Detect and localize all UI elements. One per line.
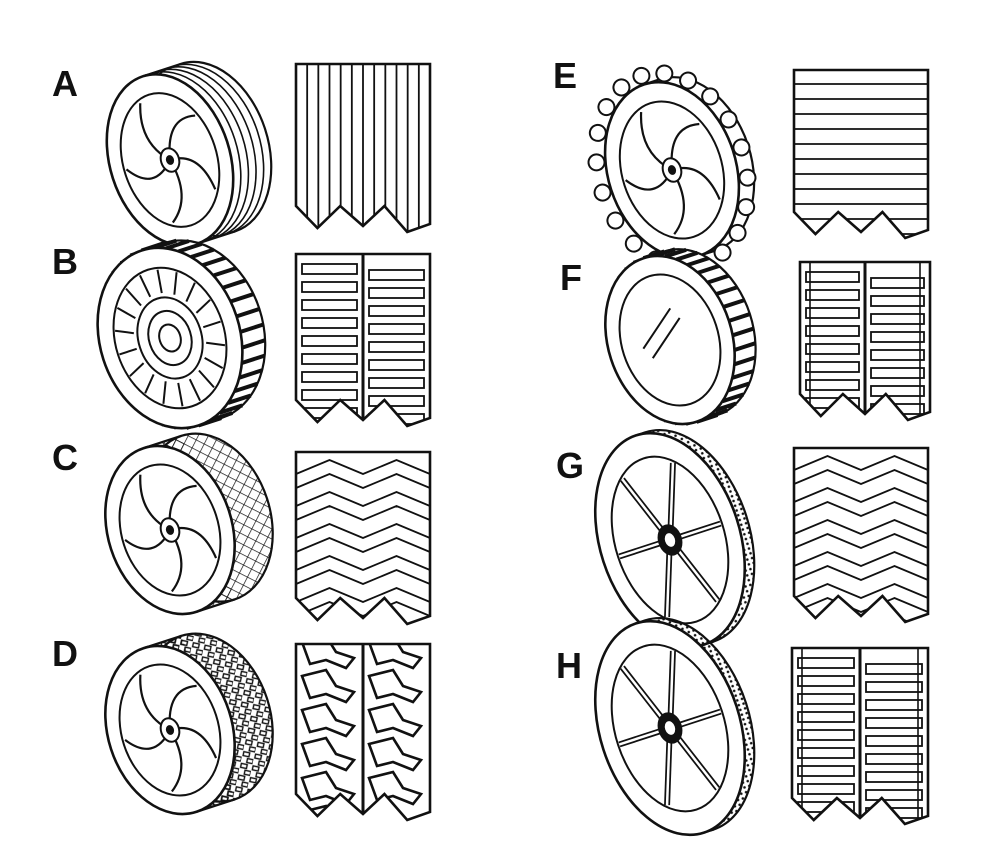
item-label-f: F	[560, 257, 582, 298]
wheel-d	[104, 632, 274, 816]
strip-outline	[294, 642, 432, 822]
strip-outline	[792, 68, 930, 240]
tread-strip-a	[294, 62, 432, 234]
tread-strip-f	[798, 260, 932, 422]
item-label-h: H	[556, 645, 582, 686]
wheel-b	[96, 238, 267, 430]
strip-outline	[294, 450, 432, 626]
strip-outline	[798, 260, 932, 422]
wheel-face	[604, 254, 736, 426]
item-label-d: D	[52, 633, 78, 674]
item-label-g: G	[556, 445, 584, 486]
item-label-c: C	[52, 437, 78, 478]
tread-strip-g	[792, 446, 930, 624]
item-label-e: E	[553, 55, 577, 96]
item-label-b: B	[52, 241, 78, 282]
tread-strip-b	[294, 252, 432, 428]
tread-strip-h	[790, 646, 930, 826]
strip-outline	[790, 646, 930, 826]
strip-outline	[792, 446, 930, 624]
wheel-a	[105, 60, 273, 248]
wheel-face	[96, 246, 244, 430]
wheel-f	[604, 247, 757, 426]
wheel-g	[593, 428, 756, 649]
strip-outline	[294, 62, 432, 234]
tread-strip-c	[294, 450, 432, 626]
wheel-c	[104, 432, 274, 616]
tread-strip-e	[792, 68, 930, 240]
item-label-a: A	[52, 63, 78, 104]
strip-outline	[294, 252, 432, 428]
wheel-illustrations	[96, 60, 757, 837]
tread-pattern-strips	[294, 62, 932, 826]
tread-strip-d	[294, 642, 432, 822]
wheel-h	[593, 616, 756, 837]
